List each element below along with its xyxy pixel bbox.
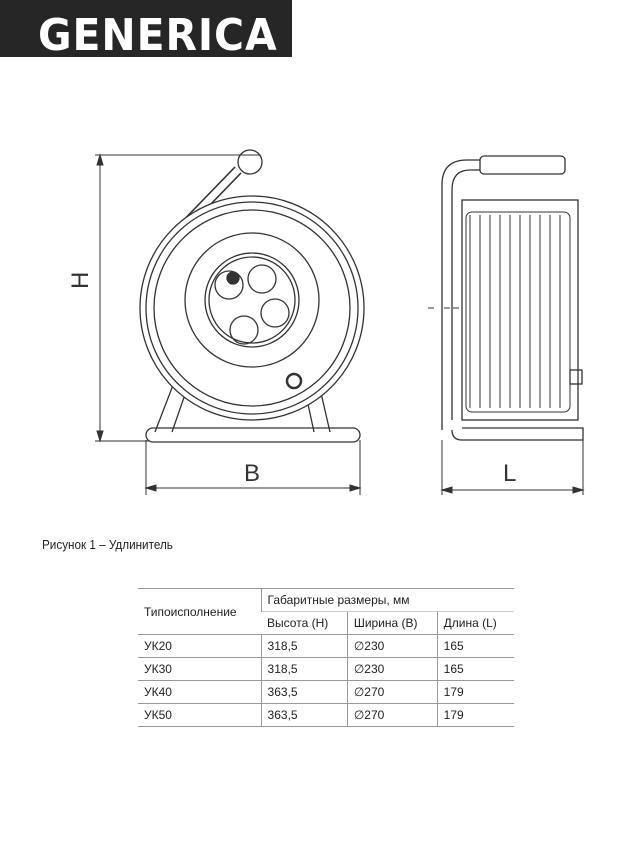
dimensions-table: Типоисполнение Габаритные размеры, мм Вы…: [138, 588, 514, 727]
logo-text: GENERICA: [38, 10, 278, 61]
label-b: B: [244, 460, 260, 487]
cell-width: ∅230: [346, 634, 438, 658]
cell-length: 165: [436, 657, 514, 681]
cell-height: 318,5: [260, 634, 348, 658]
side-view: [441, 155, 584, 441]
cell-height: 363,5: [260, 703, 348, 727]
dimension-lines: [95, 153, 585, 495]
cell-length: 179: [436, 703, 514, 727]
cell-height: 318,5: [260, 657, 348, 681]
brand-logo: GENERICA: [0, 0, 292, 61]
front-view: [139, 149, 365, 443]
cell-width: ∅230: [346, 657, 438, 681]
label-h: H: [67, 272, 94, 289]
header-height: Высота (H): [261, 611, 348, 635]
header-width: Ширина (B): [346, 611, 438, 635]
cell-length: 165: [436, 634, 514, 658]
cell-length: 179: [436, 680, 514, 704]
cell-width: ∅270: [346, 680, 438, 704]
header-type: Типоисполнение: [138, 588, 262, 635]
cell-model: УК30: [138, 657, 262, 681]
cell-height: 363,5: [260, 680, 348, 704]
header-dims: Габаритные размеры, мм: [260, 588, 514, 612]
cell-width: ∅270: [346, 703, 438, 727]
cell-model: УК20: [138, 634, 262, 658]
cell-model: УК40: [138, 680, 262, 704]
figure-caption: Рисунок 1 – Удлинитель: [42, 537, 173, 552]
label-l: L: [503, 460, 516, 487]
reel-drawing: H B L: [67, 149, 585, 495]
header-length: Длина (L): [436, 611, 514, 635]
cell-model: УК50: [138, 703, 262, 727]
